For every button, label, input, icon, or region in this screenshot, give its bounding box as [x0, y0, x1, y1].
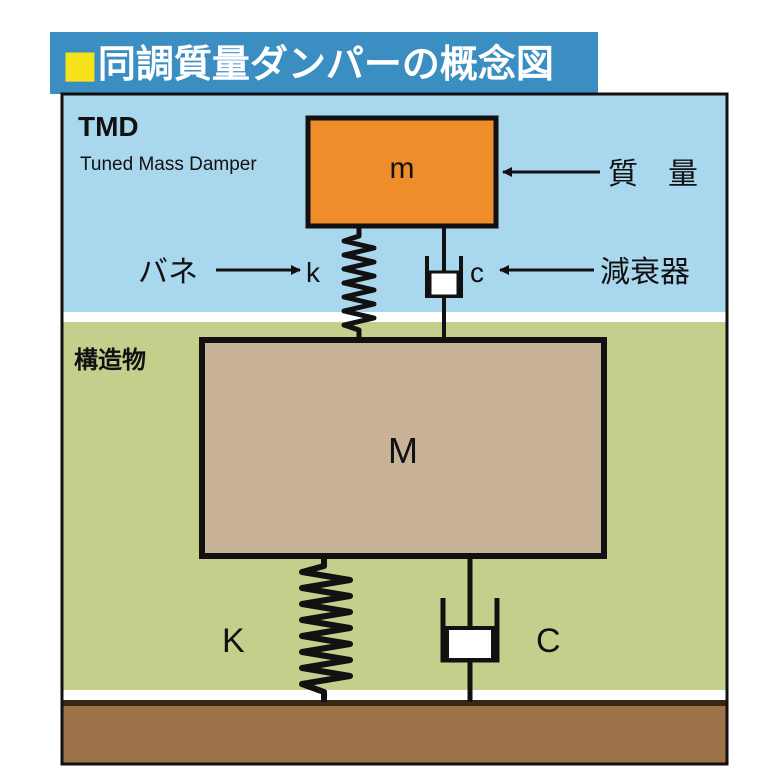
big-mass: [199, 337, 607, 559]
damper-C-label: C: [536, 622, 561, 660]
small-spring: [341, 228, 377, 338]
tmd-heading: TMD: [78, 111, 139, 142]
big-damper-piston: [445, 626, 495, 662]
small-mass: [305, 115, 499, 229]
spring-annotation: バネ: [138, 255, 198, 290]
ground-surface-line: [62, 700, 727, 706]
ground: [62, 706, 727, 764]
white-divider-bottom: [62, 690, 727, 700]
mass-annotation: 質 量: [608, 157, 698, 192]
big-mass-label: M: [388, 430, 418, 471]
frame-border: [60, 92, 729, 766]
big-spring: [299, 558, 353, 702]
white-divider-top: [62, 312, 727, 322]
tmd-subheading: Tuned Mass Damper: [80, 154, 257, 175]
title-banner: [50, 32, 598, 94]
diagram-title: ■同調質量ダンパーの概念図: [62, 42, 554, 86]
damper-c-label: c: [470, 257, 484, 288]
small-damper-piston: [428, 270, 460, 298]
structure-label: 構造物: [74, 346, 146, 374]
small-mass-label: m: [390, 152, 415, 185]
damper-annotation: 減衰器: [600, 255, 690, 290]
spring-k-label: k: [306, 257, 321, 288]
spring-K-label: K: [222, 622, 245, 660]
